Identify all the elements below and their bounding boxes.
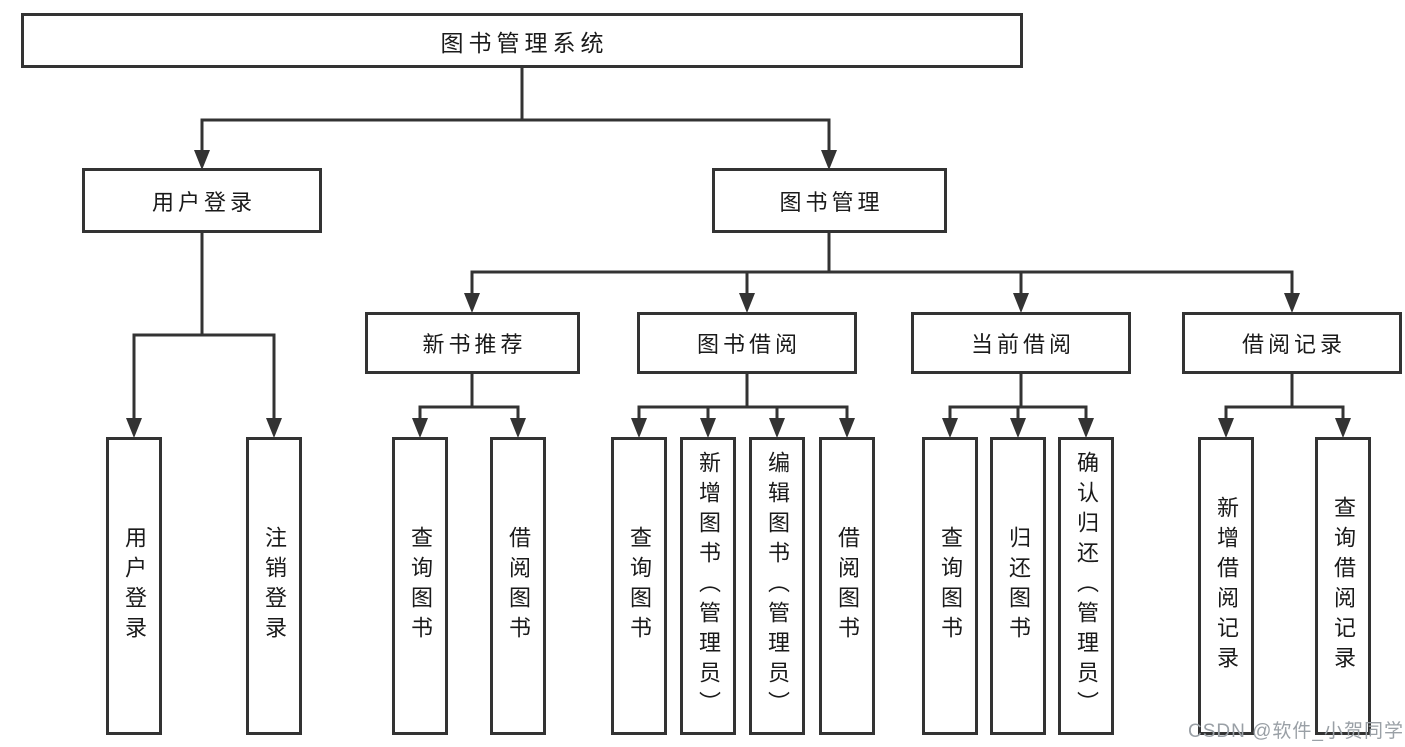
node-new-book-recommend: 新书推荐: [365, 312, 580, 374]
node-logout: 注销登录: [246, 437, 302, 735]
node-current-borrowing: 当前借阅: [911, 312, 1131, 374]
node-borrow-books-leaf: 借阅图书: [819, 437, 875, 735]
node-add-borrow-record: 新增借阅记录: [1198, 437, 1254, 735]
node-edit-book-admin: 编辑图书（管理员）: [749, 437, 805, 735]
node-add-book-admin: 新增图书（管理员）: [680, 437, 736, 735]
node-library-management-system: 图书管理系统: [21, 13, 1023, 68]
watermark: CSDN @软件_小贺同学: [1188, 721, 1404, 742]
node-query-books-current: 查询图书: [922, 437, 978, 735]
node-query-books-borrowing: 查询图书: [611, 437, 667, 735]
node-user-login: 用户登录: [82, 168, 322, 233]
node-borrow-books-recommend: 借阅图书: [490, 437, 546, 735]
node-user-login-leaf: 用户登录: [106, 437, 162, 735]
node-query-books-recommend: 查询图书: [392, 437, 448, 735]
node-return-books: 归还图书: [990, 437, 1046, 735]
node-borrowing-records: 借阅记录: [1182, 312, 1402, 374]
node-query-borrow-record: 查询借阅记录: [1315, 437, 1371, 735]
node-confirm-return-admin: 确认归还（管理员）: [1058, 437, 1114, 735]
node-book-borrowing: 图书借阅: [637, 312, 857, 374]
node-book-management: 图书管理: [712, 168, 947, 233]
